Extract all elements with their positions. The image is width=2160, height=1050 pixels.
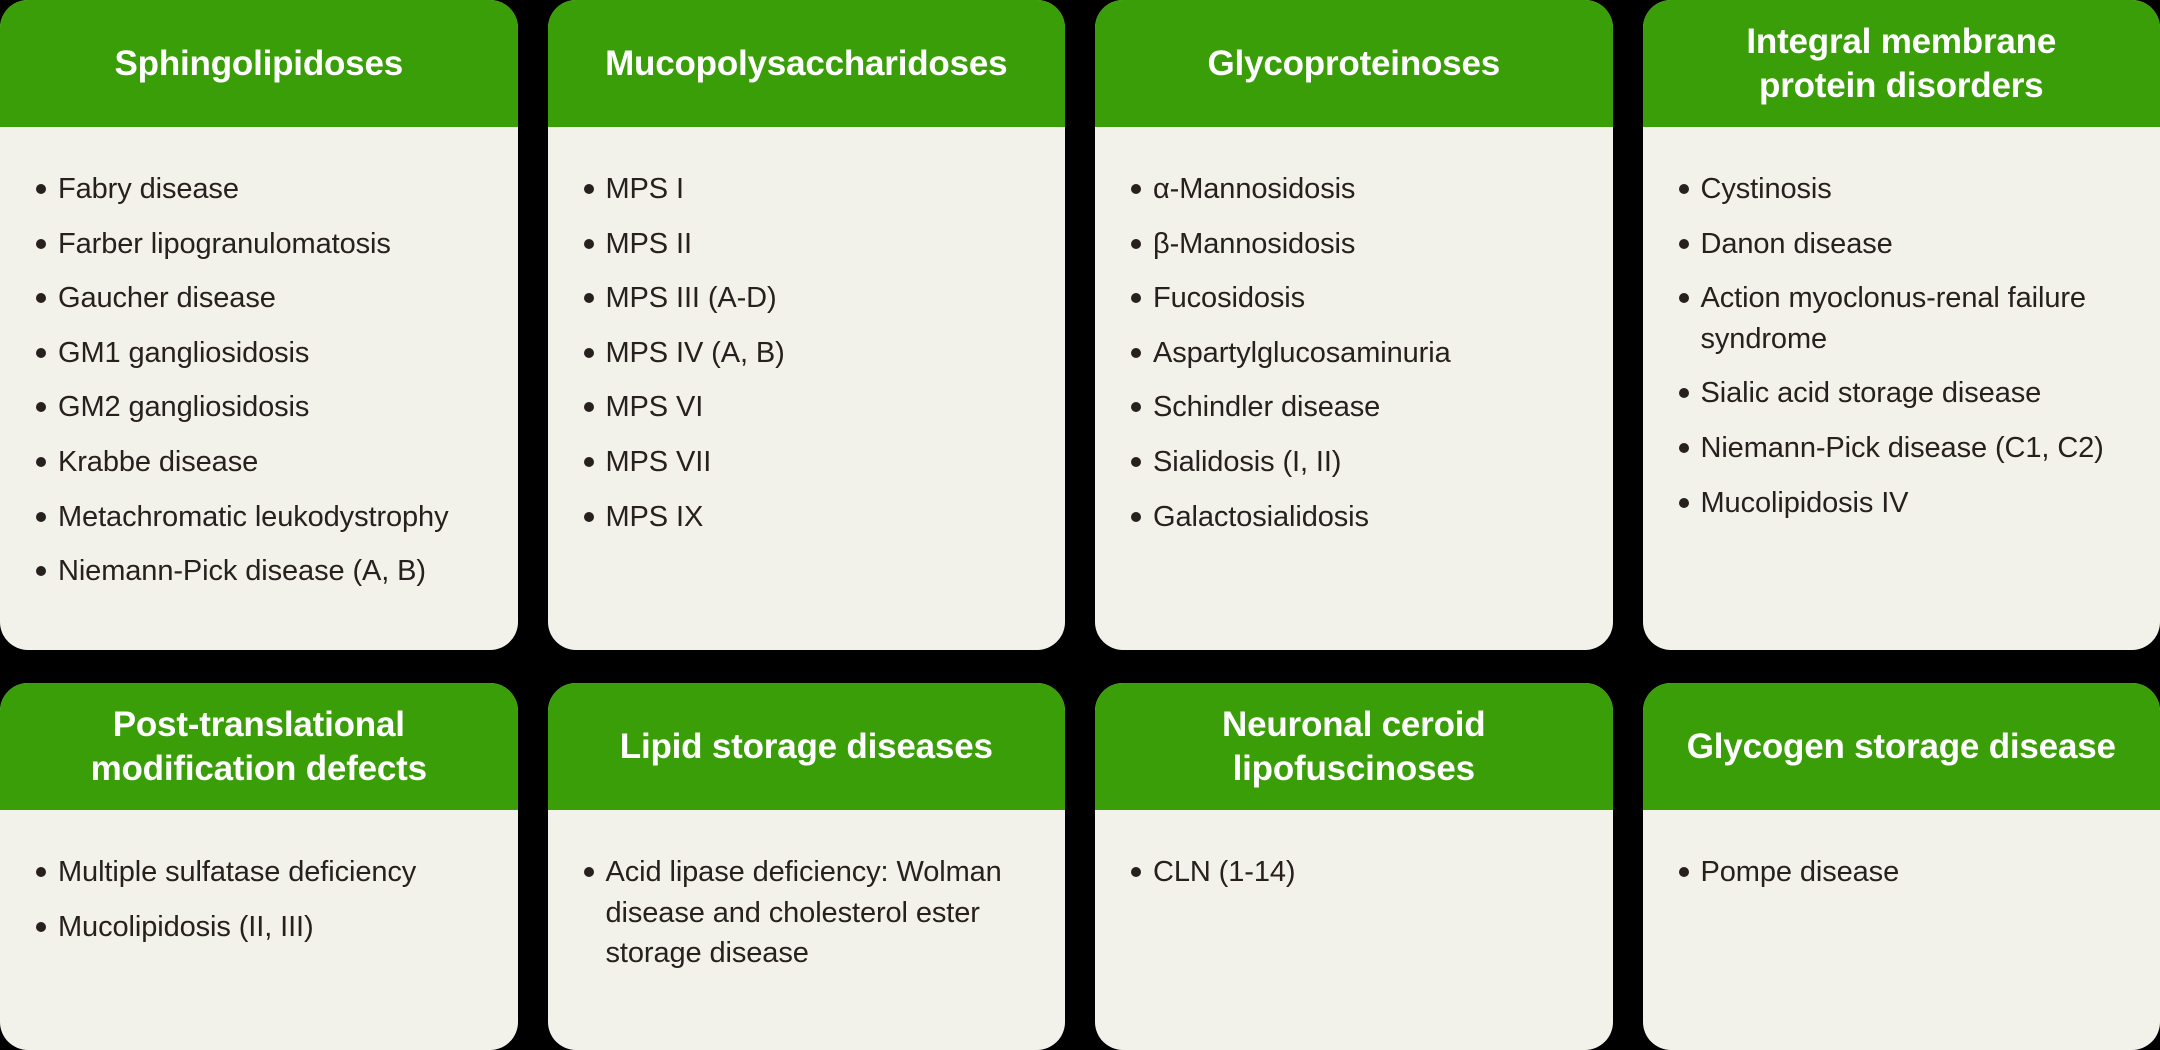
disease-name: Acid lipase deficiency: Wolman disease a… [605, 856, 1002, 970]
disease-list: Acid lipase deficiency: Wolman disease a… [548, 810, 1066, 1018]
disease-list-item: MPS VII [583, 442, 1046, 483]
card-header: Mucopolysaccharidoses [547, 0, 1065, 127]
disease-name: Fabry disease [58, 173, 239, 205]
disease-list-item: Fabry disease [36, 169, 498, 210]
card-header: Integral membrane protein disorders [1642, 0, 2160, 127]
disease-name: MPS IV (A, B) [605, 336, 785, 369]
disease-name: Schindler disease [1153, 391, 1381, 424]
card-title: Glycogen storage disease [1686, 726, 2116, 766]
disease-list-item: Acid lipase deficiency: Wolman disease a… [583, 852, 1046, 974]
disease-list-item: MPS VI [583, 387, 1046, 428]
disease-name: MPS VI [605, 391, 704, 424]
disease-name: Niemann-Pick disease (C1, C2) [1700, 431, 2104, 464]
disease-list-item: Farber lipogranulomatosis [36, 224, 498, 265]
disease-name: Niemann-Pick disease (A, B) [58, 555, 426, 588]
disease-list-item: α-Mannosidosis [1131, 169, 1593, 210]
disease-list-item: Sialic acid storage disease [1678, 373, 2141, 414]
disease-name: MPS II [605, 227, 693, 260]
disease-list-item: Danon disease [1678, 224, 2141, 265]
disease-name: Action myoclonus-renal failure syndrome [1700, 282, 2087, 355]
disease-list-item: Niemann-Pick disease (A, B) [36, 551, 498, 592]
card-glycogen-storage-disease: Glycogen storage disease Pompe disease [1642, 683, 2160, 1050]
disease-name: MPS IX [605, 500, 704, 533]
card-glycoproteinoses: Glycoproteinoses α-Mannosidosis β-Mannosi… [1095, 0, 1613, 650]
disease-list-item: Aspartylglucosaminuria [1131, 333, 1593, 374]
disease-list-item: MPS I [583, 169, 1046, 210]
disease-name: Gaucher disease [58, 282, 276, 315]
disease-list-item: Fucosidosis [1131, 278, 1593, 319]
disease-name: GM2 gangliosidosis [58, 391, 310, 424]
card-lipid-storage-diseases: Lipid storage diseases Acid lipase defic… [547, 683, 1066, 1050]
disease-list-item: MPS II [583, 224, 1046, 265]
card-header: Lipid storage diseases [547, 683, 1065, 810]
card-header: Neuronal ceroid lipofuscinoses [1095, 683, 1613, 810]
disease-list-item: Pompe disease [1678, 852, 2141, 893]
disease-name: Mucolipidosis IV [1700, 486, 1909, 519]
card-title: Lipid storage diseases [619, 726, 993, 766]
disease-list-item: GM2 gangliosidosis [36, 387, 498, 428]
disease-name: Sialic acid storage disease [1700, 377, 2042, 410]
disease-list-item: Gaucher disease [36, 278, 498, 319]
disease-name: Galactosialidosis [1153, 500, 1369, 533]
disease-name: Krabbe disease [58, 445, 259, 478]
disease-list: MPS I MPS II MPS III (A-D) MPS IV (A, B) MPS… [548, 127, 1066, 581]
disease-list: Pompe disease [1643, 810, 2160, 937]
disease-list-item: Mucolipidosis (II, III) [36, 907, 498, 948]
disease-list-item: Cystinosis [1678, 169, 2141, 210]
disease-name: MPS VII [605, 445, 712, 478]
disease-list-item: Galactosialidosis [1131, 497, 1593, 538]
disease-list-item: Sialidosis (I, II) [1131, 442, 1593, 483]
card-header: Glycoproteinoses [1095, 0, 1613, 127]
disease-list-item: GM1 gangliosidosis [36, 333, 498, 374]
card-header: Glycogen storage disease [1642, 683, 2160, 810]
card-mucopolysaccharidoses: Mucopolysaccharidoses MPS I MPS II MPS III… [547, 0, 1066, 650]
disease-name: Danon disease [1700, 227, 1893, 260]
disease-list: CLN (1-14) [1095, 810, 1613, 937]
disease-name: GM1 gangliosidosis [58, 336, 310, 369]
card-post-translational-modification-defects: Post-translational modification defects … [0, 683, 518, 1050]
card-header: Sphingolipidoses [0, 0, 518, 127]
disease-list-item: Schindler disease [1131, 387, 1593, 428]
card-title: Mucopolysaccharidoses [605, 43, 1008, 83]
disease-name: Farber lipogranulomatosis [58, 227, 391, 260]
disease-name: α-Mannosidosis [1153, 173, 1356, 205]
disease-list-item: Multiple sulfatase deficiency [36, 852, 498, 893]
disease-list-item: Niemann-Pick disease (C1, C2) [1678, 428, 2141, 469]
card-title: Neuronal ceroid lipofuscinoses [1222, 704, 1486, 788]
disease-list-item: CLN (1-14) [1131, 852, 1593, 893]
card-integral-membrane-protein-disorders: Integral membrane protein disorders Cyst… [1642, 0, 2160, 650]
card-title: Post-translational modification defects [90, 704, 428, 788]
disease-list-item: Metachromatic leukodystrophy [36, 497, 498, 538]
disease-list-item: Action myoclonus-renal failure syndrome [1678, 278, 2141, 359]
card-neuronal-ceroid-lipofuscinoses: Neuronal ceroid lipofuscinoses CLN (1-14… [1095, 683, 1613, 1050]
disease-list-item: MPS IV (A, B) [583, 333, 1046, 374]
disease-name: Mucolipidosis (II, III) [58, 910, 314, 943]
disease-list-item: β-Mannosidosis [1131, 224, 1593, 265]
disease-list-item: Krabbe disease [36, 442, 498, 483]
disease-name: Metachromatic leukodystrophy [58, 500, 449, 533]
disease-name: MPS III (A-D) [605, 282, 777, 315]
disease-name: Aspartylglucosaminuria [1153, 336, 1451, 369]
card-title: Integral membrane protein disorders [1746, 21, 2057, 105]
disease-name: CLN (1-14) [1153, 856, 1296, 888]
disease-list-item: MPS IX [583, 497, 1046, 538]
disease-name: Cystinosis [1700, 173, 1832, 205]
disease-name: Sialidosis (I, II) [1153, 445, 1342, 478]
disease-name: MPS I [605, 173, 685, 205]
disease-name: Fucosidosis [1153, 282, 1306, 315]
disease-name: β-Mannosidosis [1153, 227, 1356, 260]
disease-name: Multiple sulfatase deficiency [58, 856, 417, 888]
disease-list-item: MPS III (A-D) [583, 278, 1046, 319]
card-title: Sphingolipidoses [114, 43, 404, 83]
card-title: Glycoproteinoses [1207, 43, 1501, 83]
disease-list-item: Mucolipidosis IV [1678, 483, 2141, 524]
card-header: Post-translational modification defects [0, 683, 518, 810]
disease-name: Pompe disease [1700, 856, 1900, 888]
